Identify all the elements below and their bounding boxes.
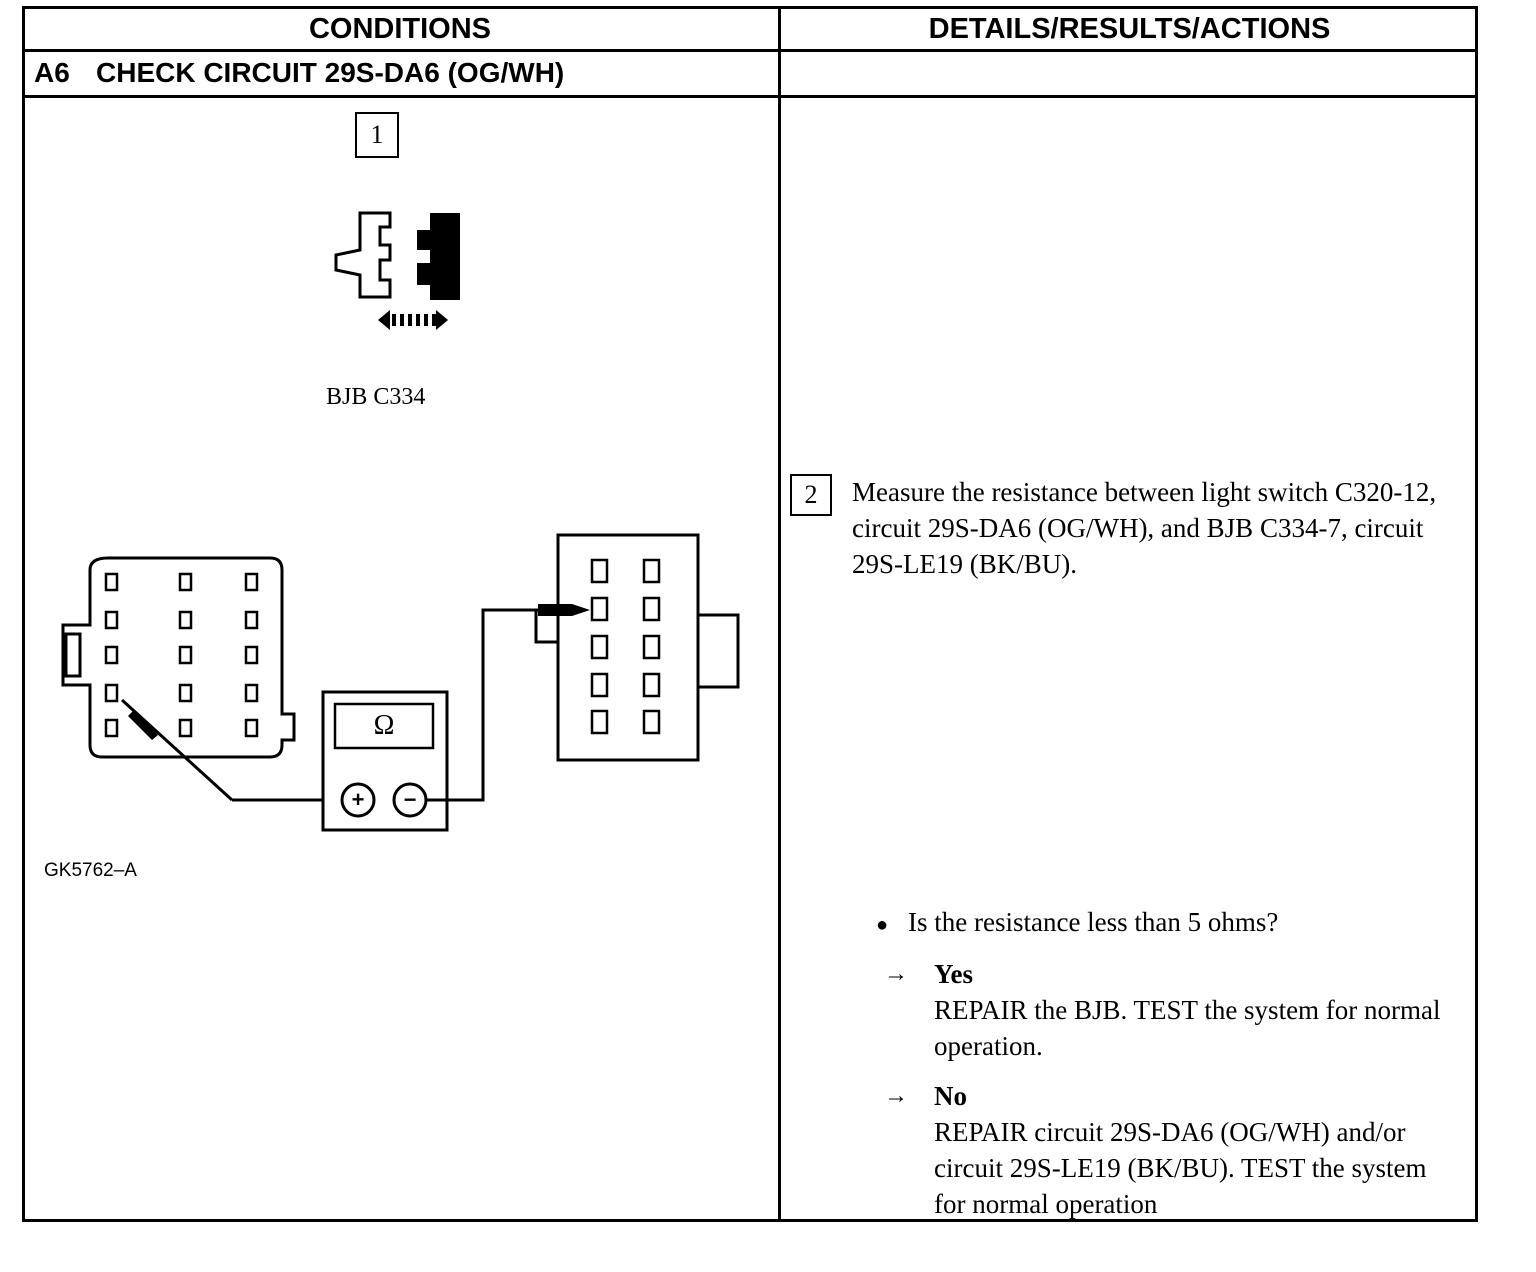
connector-half-outline — [334, 211, 392, 299]
test-title-text: CHECK CIRCUIT 29S-DA6 (OG/WH) — [96, 57, 565, 88]
light-switch-connector — [61, 556, 296, 759]
connector-half-solid — [417, 213, 460, 300]
minus-sign: − — [403, 787, 417, 812]
column-divider — [778, 6, 781, 1222]
step-2-number: 2 — [790, 474, 832, 516]
ohm-symbol: Ω — [373, 710, 395, 741]
question: ● Is the resistance less than 5 ohms? — [876, 904, 1278, 943]
test-title: A6 CHECK CIRCUIT 29S-DA6 (OG/WH) — [34, 54, 564, 92]
probe-tip-left — [128, 710, 158, 740]
figure-id: GK5762–A — [44, 860, 137, 881]
yes-action: REPAIR the BJB. TEST the system for norm… — [934, 995, 1441, 1061]
step-2-instruction: Measure the resistance between light swi… — [852, 477, 1437, 579]
yes-label: Yes — [934, 959, 973, 989]
plus-terminal — [340, 782, 376, 818]
connector-disconnect-diagram — [334, 211, 460, 330]
plus-sign: + — [351, 787, 365, 812]
test-code: A6 — [34, 57, 70, 88]
bullet-icon: ● — [876, 913, 889, 936]
arrow-icon: → — [884, 961, 908, 987]
connector-label: BJB C334 — [326, 384, 426, 410]
conditions-header: CONDITIONS — [308, 13, 492, 45]
connector-pins-right — [590, 558, 661, 735]
arrow-icon: → — [884, 1083, 908, 1109]
step-1-number: 1 — [355, 112, 399, 158]
meter-lead-minus — [426, 608, 540, 802]
procedure-table — [22, 6, 1478, 1222]
connector-pins-left — [104, 572, 259, 738]
double-arrow-icon — [378, 310, 448, 330]
bjb-connector-tab — [698, 613, 740, 689]
connector-latch — [64, 632, 82, 678]
title-divider — [22, 95, 1478, 98]
no-action: REPAIR circuit 29S-DA6 (OG/WH) and/or ci… — [934, 1117, 1427, 1219]
header-divider — [22, 49, 1478, 52]
bjb-connector — [556, 533, 700, 762]
no-label: No — [934, 1081, 967, 1111]
resistance-test-diagram — [61, 533, 740, 832]
details-header: DETAILS/RESULTS/ACTIONS — [928, 13, 1331, 45]
ohmmeter-display — [333, 702, 435, 750]
probe-tip-right — [538, 604, 590, 616]
question-text: Is the resistance less than 5 ohms? — [908, 907, 1279, 937]
